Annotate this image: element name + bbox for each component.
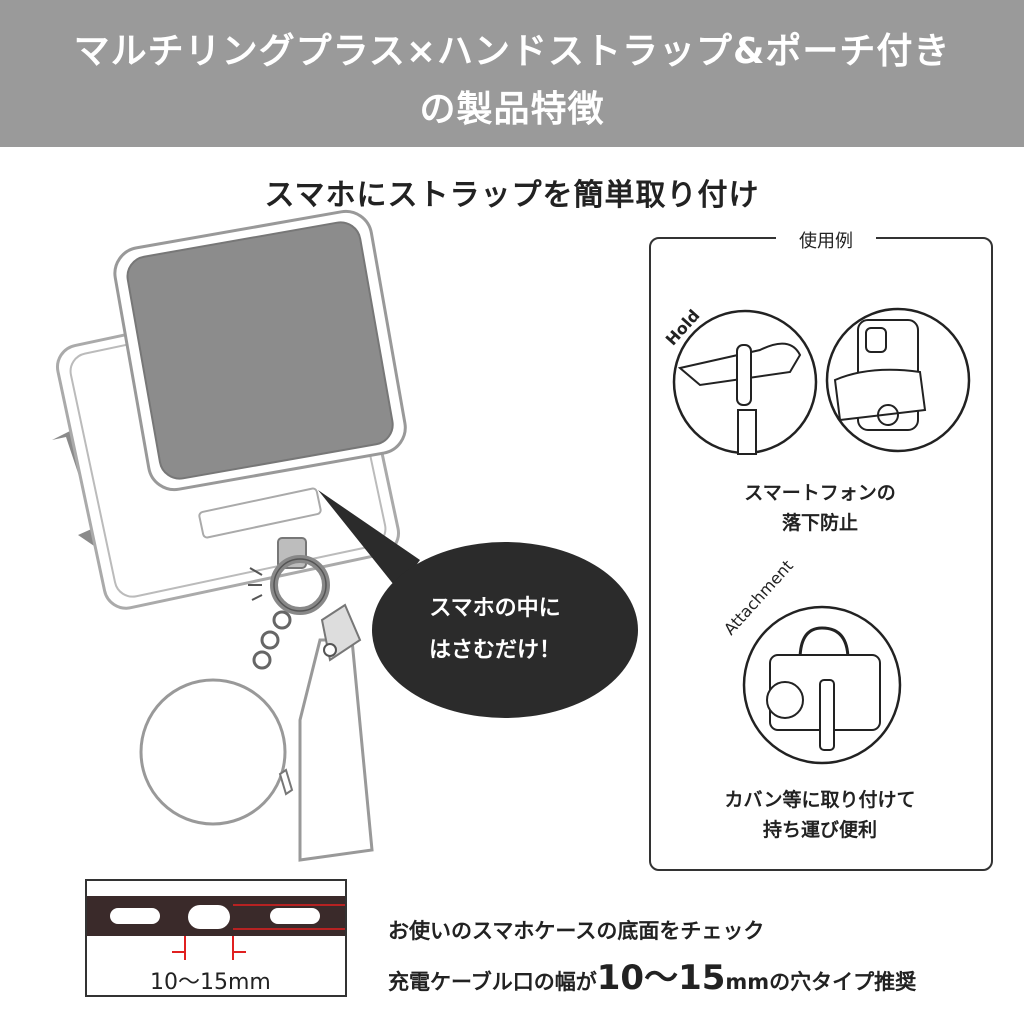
check-line2-unit: mm: [725, 970, 770, 994]
header-banner: [0, 0, 1024, 147]
measure-label: 10〜15mm: [150, 970, 271, 995]
check-line1: お使いのスマホケースの底面をチェック: [388, 919, 765, 943]
attach-caption: カバン等に取り付けて 持ち運び便利: [690, 785, 950, 845]
check-line2-post: の穴タイプ推奨: [769, 970, 917, 994]
smartphone: [113, 209, 407, 492]
hold-caption-line1: スマートフォンの: [744, 482, 896, 504]
check-line2: 充電ケーブル口の幅が10〜15mmの穴タイプ推奨: [388, 950, 916, 999]
hold-wrist-illustration: [672, 309, 818, 455]
bubble-line1: スマホの中に: [429, 596, 561, 621]
hold-phone-illustration: [825, 307, 971, 453]
attach-caption-line1: カバン等に取り付けて: [724, 789, 916, 811]
header-title-line2: の製品特徴: [419, 89, 605, 130]
speech-bubble: [318, 490, 638, 718]
hand-strap: [298, 603, 374, 862]
attachment-bag-illustration: [742, 605, 902, 765]
attach-caption-line2: 持ち運び便利: [762, 819, 877, 841]
usage-panel-title: 使用例: [776, 227, 876, 253]
round-pouch: [139, 678, 294, 826]
header-title-line1: マルチリングプラス×ハンドストラップ&ポーチ付き: [73, 31, 951, 72]
bubble-text: スマホの中に はさむだけ！: [400, 588, 590, 672]
strap-connector: [248, 537, 330, 670]
section-subtitle: スマホにストラップを簡単取り付け: [264, 178, 760, 213]
check-line2-pre: 充電ケーブル口の幅が: [388, 970, 597, 994]
hold-caption: スマートフォンの 落下防止: [690, 478, 950, 538]
hold-caption-line2: 落下防止: [781, 512, 858, 534]
check-line2-big: 10〜15: [596, 958, 726, 998]
bubble-line2: はさむだけ！: [428, 638, 561, 663]
